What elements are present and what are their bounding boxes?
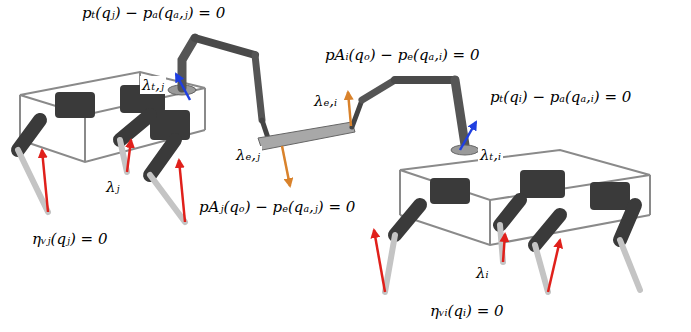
force-label: λₜ,ᵢ — [478, 146, 503, 164]
robot-arm — [168, 38, 268, 138]
force-label: λⱼ — [104, 178, 121, 196]
constraint-equation: ηᵥᵢ(qᵢ) = 0 — [428, 302, 506, 320]
force-label: λₜ,ⱼ — [140, 76, 166, 94]
carried-object — [258, 122, 355, 150]
force-arrows — [42, 74, 560, 292]
robot-frame — [400, 150, 650, 245]
force-label: λₑ,ⱼ — [234, 146, 262, 164]
constraint-equation: ηᵥⱼ(qⱼ) = 0 — [30, 230, 109, 248]
robot-legs — [385, 200, 640, 292]
robot-arm — [352, 80, 479, 155]
force-label: λₑ,ᵢ — [312, 92, 339, 110]
robot-motors — [55, 85, 190, 140]
force-label: λᵢ — [474, 264, 491, 282]
robot-legs — [18, 115, 185, 222]
constraint-equation: pₜ(qᵢ) − pₐ(qₐ,ᵢ) = 0 — [488, 88, 633, 106]
constraint-equation: pAⱼ(qₒ) − pₑ(qₐ,ⱼ) = 0 — [197, 198, 357, 216]
robot-motors — [430, 170, 630, 210]
constraint-equation: pₜ(qⱼ) − pₐ(qₐ,ⱼ) = 0 — [80, 4, 227, 22]
constraint-equation: pAᵢ(qₒ) − pₑ(qₐ,ᵢ) = 0 — [323, 46, 481, 64]
